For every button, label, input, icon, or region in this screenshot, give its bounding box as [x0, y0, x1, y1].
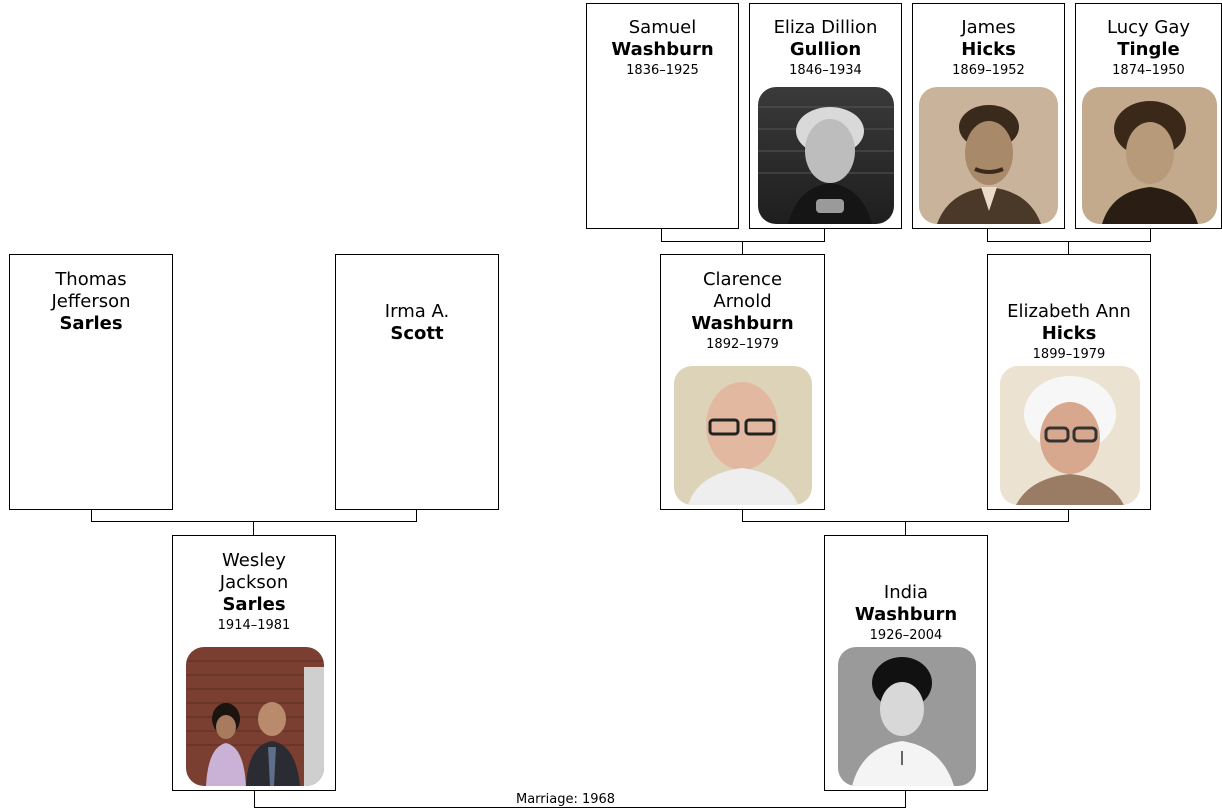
life-years: 1836–1925: [626, 63, 699, 78]
person-card-thomas-sarles[interactable]: Thomas Jefferson Sarles: [9, 254, 173, 510]
given-name: Irma A.: [384, 301, 450, 322]
portrait-photo: [674, 366, 812, 505]
connector-line: [987, 228, 988, 242]
connector-line: [905, 521, 906, 535]
surname: Tingle: [1117, 39, 1180, 60]
connector-line: [91, 509, 92, 522]
portrait-photo: [919, 87, 1058, 224]
connector-line: [91, 521, 417, 522]
surname: Sarles: [222, 594, 286, 615]
given-name: Wesley Jackson: [219, 550, 289, 593]
marriage-line: [905, 790, 906, 808]
person-card-irma-scott[interactable]: Irma A. Scott: [335, 254, 499, 510]
surname: Sarles: [59, 313, 123, 334]
connector-line: [824, 228, 825, 242]
person-card-wesley-sarles[interactable]: Wesley Jackson Sarles 1914–1981: [172, 535, 336, 791]
surname: Gullion: [789, 39, 862, 60]
connector-line: [742, 509, 743, 522]
portrait-photo: [838, 647, 976, 786]
portrait-photo: [1000, 366, 1140, 505]
connector-line: [742, 241, 743, 254]
marriage-line: [254, 790, 255, 808]
life-years: 1874–1950: [1112, 63, 1185, 78]
connector-line: [253, 521, 254, 535]
marriage-line: [254, 807, 906, 808]
given-name: Lucy Gay: [1106, 17, 1191, 38]
surname: Hicks: [1041, 323, 1097, 344]
given-name: Eliza Dillion: [773, 17, 878, 38]
given-name: Elizabeth Ann: [1007, 301, 1131, 322]
life-years: 1926–2004: [869, 628, 943, 643]
life-years: 1914–1981: [217, 618, 291, 633]
connector-line: [416, 509, 417, 522]
surname: Washburn: [691, 313, 794, 334]
person-card-clarence-washburn[interactable]: Clarence Arnold Washburn 1892–1979: [660, 254, 825, 510]
life-years: 1892–1979: [706, 337, 779, 352]
life-years: 1869–1952: [952, 63, 1025, 78]
connector-line: [987, 241, 1151, 242]
marriage-label: Marriage: 1968: [513, 792, 619, 807]
person-card-samuel-washburn[interactable]: Samuel Washburn 1836–1925: [586, 3, 739, 229]
connector-line: [1150, 228, 1151, 242]
person-card-india-washburn[interactable]: India Washburn 1926–2004: [824, 535, 988, 791]
person-card-lucy-tingle[interactable]: Lucy Gay Tingle 1874–1950: [1075, 3, 1222, 229]
portrait-photo: [1082, 87, 1217, 224]
surname: Washburn: [611, 39, 714, 60]
connector-line: [1068, 241, 1069, 254]
connector-line: [661, 228, 662, 242]
surname: Hicks: [961, 39, 1016, 60]
given-name: India: [883, 582, 929, 603]
person-card-eliza-gullion[interactable]: Eliza Dillion Gullion 1846–1934: [749, 3, 902, 229]
person-card-elizabeth-hicks[interactable]: Elizabeth Ann Hicks 1899–1979: [987, 254, 1151, 510]
portrait-photo: [186, 647, 324, 786]
connector-line: [1068, 509, 1069, 522]
life-years: 1846–1934: [789, 63, 862, 78]
portrait-photo: [758, 87, 894, 224]
given-name: Clarence Arnold: [702, 269, 783, 312]
connector-line: [661, 241, 825, 242]
given-name: James: [961, 17, 1016, 38]
given-name: Thomas Jefferson: [51, 269, 131, 312]
surname: Scott: [390, 323, 444, 344]
life-years: 1899–1979: [1032, 347, 1106, 362]
surname: Washburn: [854, 604, 958, 625]
given-name: Samuel: [628, 17, 697, 38]
person-card-james-hicks[interactable]: James Hicks 1869–1952: [912, 3, 1065, 229]
